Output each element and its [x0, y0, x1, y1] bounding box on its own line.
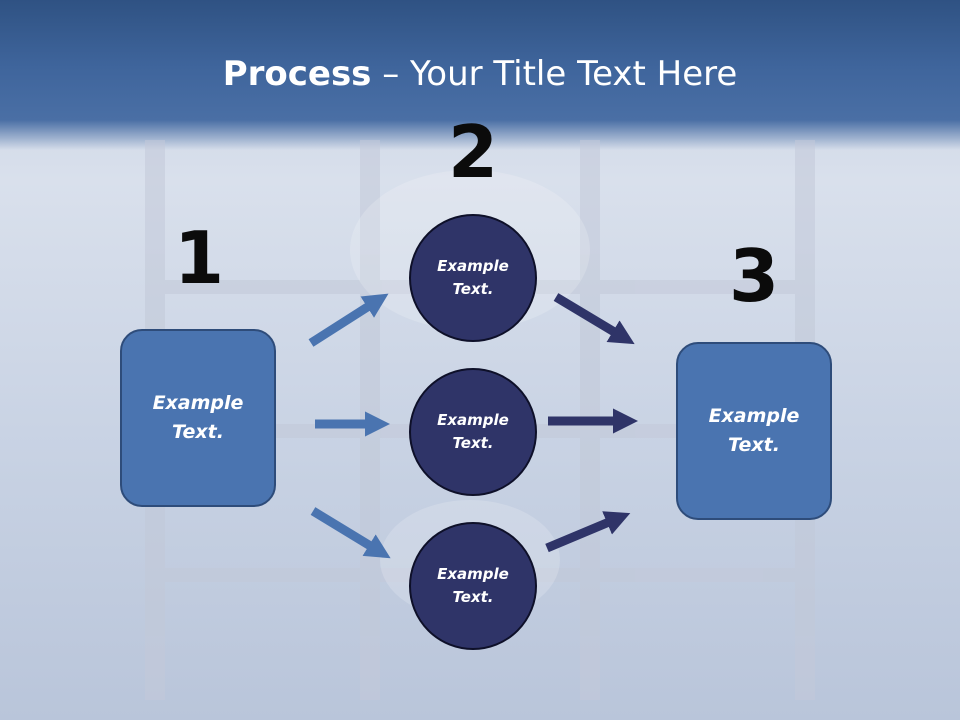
circle-top-label: Example Text. [437, 257, 509, 298]
right-process-box: Example Text. [676, 342, 832, 520]
right-box-label: Example Text. [708, 405, 800, 456]
process-circle-middle: Example Text. [409, 368, 537, 496]
title-bold: Process [222, 54, 372, 94]
left-box-label: Example Text. [152, 392, 244, 443]
process-circle-top: Example Text. [409, 214, 537, 342]
title-bar [0, 0, 960, 150]
arrow-left-to-bottom [310, 507, 391, 559]
left-process-box: Example Text. [120, 329, 276, 507]
step-number-1: 1 [173, 216, 225, 300]
circle-bottom-label: Example Text. [437, 565, 509, 606]
arrow-top-to-right [553, 293, 635, 345]
circle-middle-label: Example Text. [437, 411, 509, 452]
process-circle-bottom: Example Text. [409, 522, 537, 650]
arrow-left-to-top [308, 293, 389, 347]
arrow-bottom-to-right [545, 511, 631, 553]
step-number-3: 3 [728, 234, 780, 318]
title-rest: – Your Title Text Here [371, 54, 738, 94]
slide-title: Process – Your Title Text Here [0, 52, 960, 96]
step-number-2: 2 [447, 110, 499, 194]
